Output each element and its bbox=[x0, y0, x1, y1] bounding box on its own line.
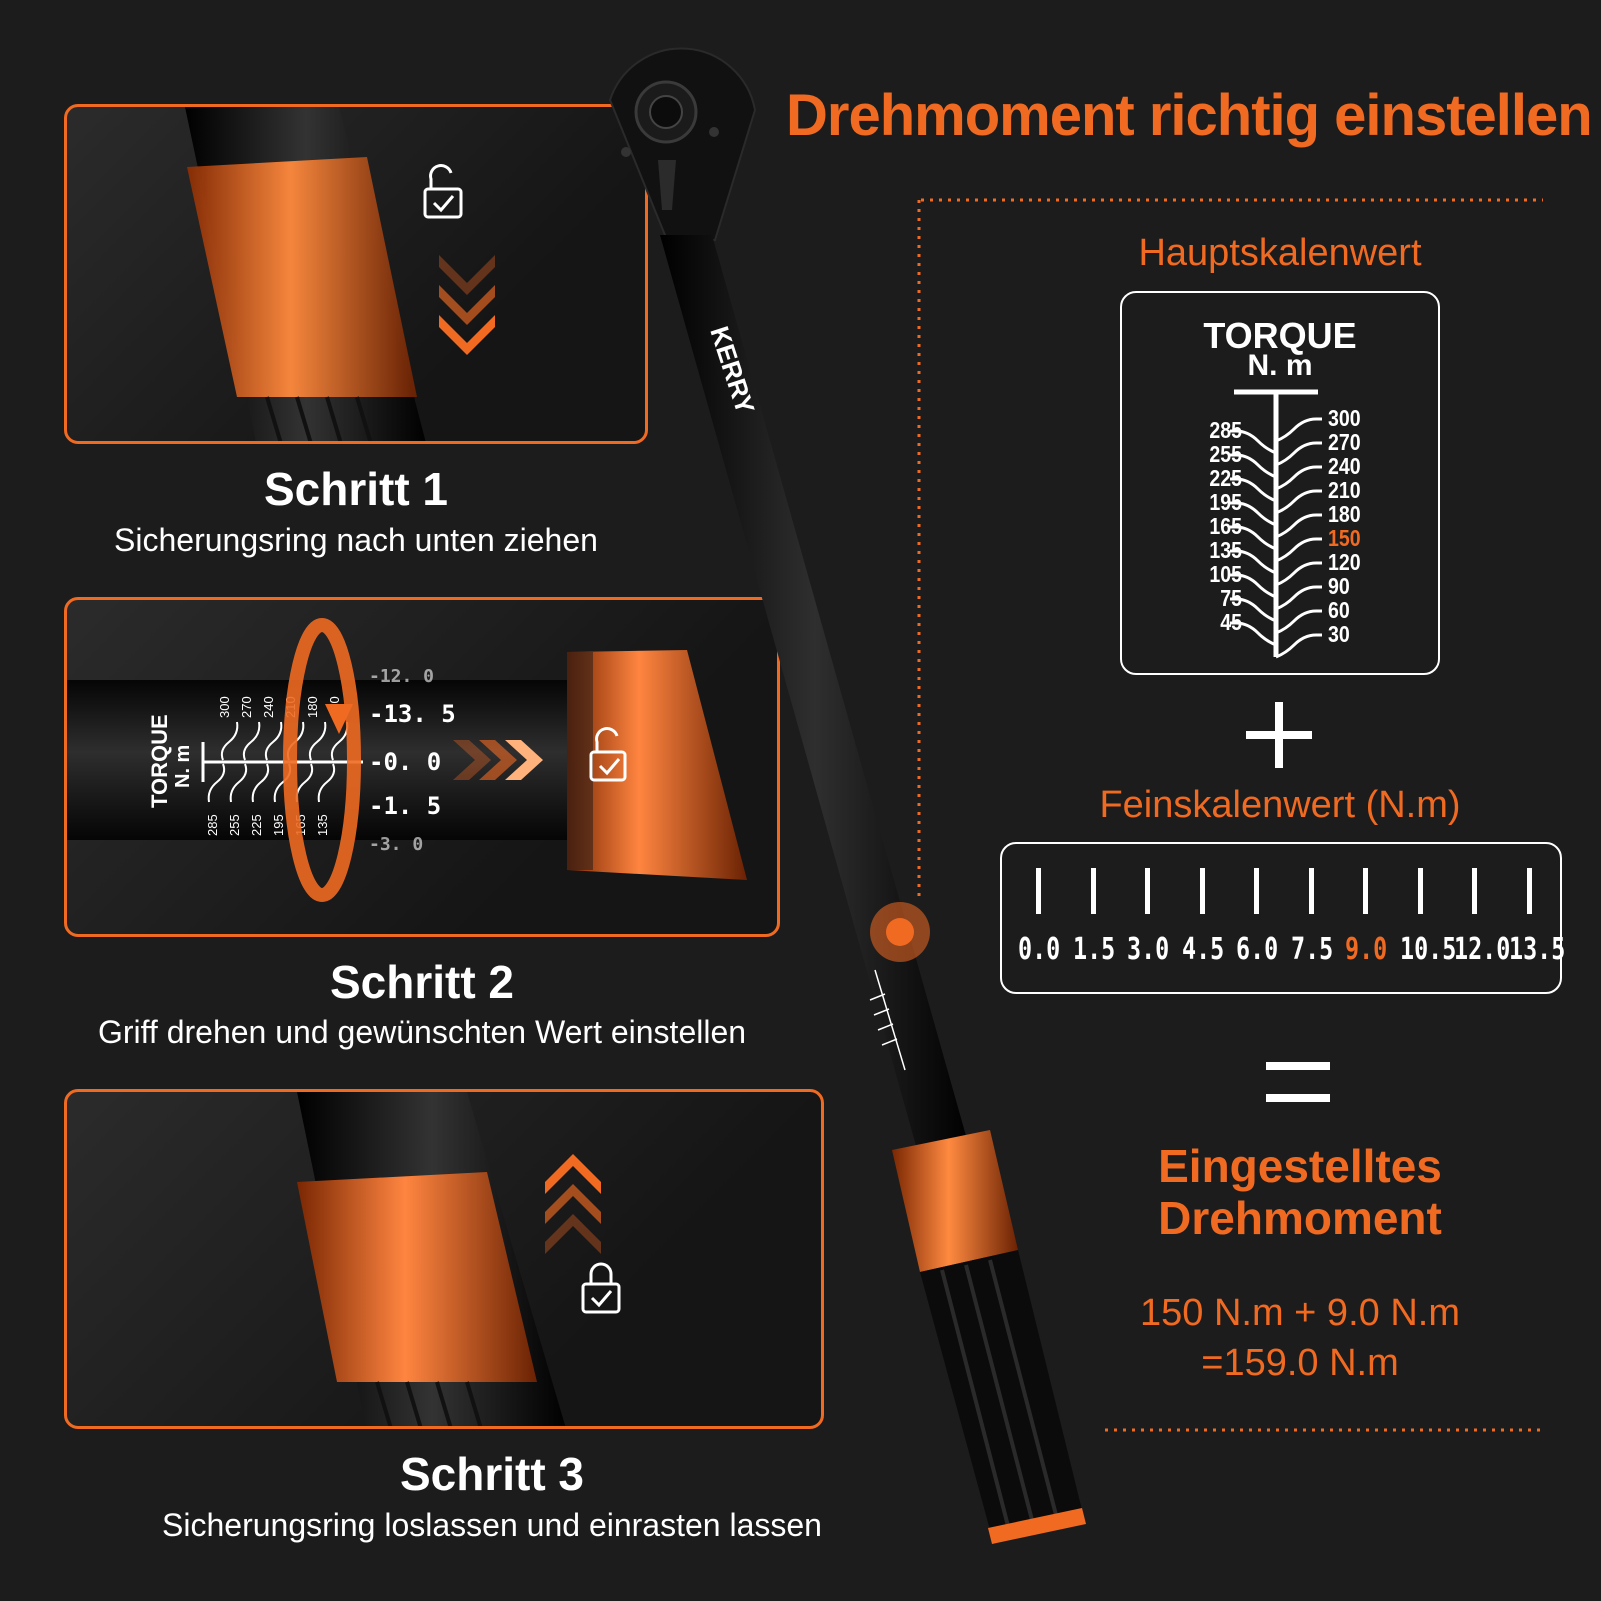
panel2-fine-value: -13. 5 bbox=[369, 700, 456, 728]
dotted-frame bbox=[917, 198, 1543, 1432]
main-scale-right-value: 270 bbox=[1328, 429, 1361, 455]
fine-scale-tick bbox=[1254, 868, 1259, 914]
fine-scale-value: 4.5 bbox=[1181, 932, 1224, 967]
step3-description: Sicherungsring loslassen und einrasten l… bbox=[162, 1507, 822, 1543]
main-scale-label: Hauptskalenwert bbox=[1138, 232, 1422, 274]
panel2-bottom-value: 225 bbox=[249, 814, 264, 836]
result-title: Eingestelltes Drehmoment bbox=[1100, 1140, 1500, 1244]
panel2-bottom-value: 285 bbox=[205, 814, 220, 836]
main-scale-left-value: 255 bbox=[1209, 441, 1242, 467]
main-scale-right-value: 120 bbox=[1328, 549, 1361, 575]
fine-scale-value: 13.5 bbox=[1508, 932, 1565, 967]
rotate-arrow-icon bbox=[283, 618, 361, 902]
step1-title: Schritt 1 bbox=[263, 463, 449, 515]
fine-scale-value: 10.5 bbox=[1399, 932, 1456, 967]
lock-closed-icon bbox=[581, 1262, 621, 1314]
main-scale-title: TORQUE bbox=[1203, 315, 1357, 356]
result-title-line2: Drehmoment bbox=[1158, 1192, 1442, 1244]
plus-icon bbox=[1246, 702, 1312, 768]
panel2-bottom-value: 135 bbox=[315, 814, 330, 836]
panel2-torque-title: TORQUE bbox=[147, 714, 172, 808]
step2-title: Schritt 2 bbox=[329, 956, 515, 1008]
main-scale-left-value: 285 bbox=[1209, 417, 1242, 443]
fine-scale-value: 7.5 bbox=[1290, 932, 1333, 967]
panel2-top-value: 240 bbox=[261, 696, 276, 718]
fine-scale-value: 9.0 bbox=[1345, 932, 1388, 967]
main-scale-left-value: 105 bbox=[1209, 561, 1242, 587]
fine-scale-value: 6.0 bbox=[1236, 932, 1279, 967]
main-scale-left-value: 75 bbox=[1220, 585, 1242, 611]
main-scale-right-value: 90 bbox=[1328, 573, 1350, 599]
step3-panel bbox=[64, 1089, 824, 1429]
ratchet-head bbox=[608, 47, 757, 241]
step1-panel bbox=[64, 104, 648, 444]
panel2-top-value: 270 bbox=[239, 696, 254, 718]
panel2-bottom-value: 195 bbox=[271, 814, 286, 836]
fine-scale-tick bbox=[1308, 868, 1314, 914]
step2-description: Griff drehen und gewünschten Wert einste… bbox=[97, 1014, 747, 1050]
result-formula-line2: =159.0 N.m bbox=[1201, 1342, 1399, 1384]
fine-scale-tick bbox=[1363, 868, 1368, 914]
main-scale-right-value: 210 bbox=[1328, 477, 1361, 503]
fine-scale-tick bbox=[1036, 868, 1041, 914]
panel2-torque-unit: N. m bbox=[172, 745, 194, 788]
panel2-fine-value: -1. 5 bbox=[369, 792, 441, 820]
step3-title: Schritt 3 bbox=[399, 1448, 585, 1500]
fine-scale-label: Feinskalenwert (N.m) bbox=[1099, 784, 1461, 826]
main-scale-unit: N. m bbox=[1247, 349, 1313, 382]
chevron-down-icon bbox=[439, 255, 495, 355]
result-formula-line1: 150 N.m + 9.0 N.m bbox=[1140, 1292, 1460, 1334]
fine-scale-tick bbox=[1145, 868, 1150, 914]
panel2-fine-value: -3. 0 bbox=[369, 834, 423, 855]
step1-description: Sicherungsring nach unten ziehen bbox=[114, 522, 598, 558]
main-scale-right-value: 300 bbox=[1328, 405, 1361, 431]
chevron-right-icon bbox=[453, 740, 543, 780]
fine-scale-value: 3.0 bbox=[1127, 932, 1170, 967]
panel2-fine-value: -12. 0 bbox=[369, 666, 434, 687]
result-formula: 150 N.m + 9.0 N.m =159.0 N.m bbox=[1080, 1288, 1520, 1388]
fine-scale-value: 0.0 bbox=[1018, 932, 1061, 967]
fine-scale-tick bbox=[1526, 868, 1532, 914]
headline: Drehmoment richtig einstellen bbox=[786, 83, 1593, 148]
panel2-top-value: 180 bbox=[305, 696, 320, 718]
main-scale-right-value: 30 bbox=[1328, 621, 1350, 647]
panel2-top-value: 300 bbox=[217, 696, 232, 718]
chevron-up-icon bbox=[545, 1154, 601, 1254]
panel2-fine-value: -0. 0 bbox=[369, 748, 441, 776]
equals-bar-top bbox=[1266, 1062, 1330, 1070]
lock-open-icon bbox=[589, 727, 627, 782]
fine-scale-tick bbox=[1417, 868, 1423, 914]
main-scale-left-value: 195 bbox=[1209, 489, 1242, 515]
main-scale-left-value: 45 bbox=[1220, 609, 1242, 635]
result-title-line1: Eingestelltes bbox=[1158, 1140, 1442, 1192]
lock-open-icon bbox=[423, 164, 463, 219]
main-scale-right-value: 150 bbox=[1328, 525, 1361, 551]
main-scale-left-value: 135 bbox=[1209, 537, 1242, 563]
step1-illustration bbox=[185, 107, 495, 441]
main-scale-right-value: 180 bbox=[1328, 501, 1361, 527]
fine-scale-box bbox=[1000, 842, 1562, 994]
main-scale-right-value: 240 bbox=[1328, 453, 1361, 479]
fine-scale-value: 12.0 bbox=[1454, 932, 1511, 967]
fine-scale-tick bbox=[1199, 868, 1205, 914]
main-scale-graphic bbox=[1230, 389, 1322, 659]
torque-wrench-illustration: KERRY bbox=[608, 47, 1086, 1544]
fine-scale-tick bbox=[1472, 868, 1477, 914]
fine-scale-tick bbox=[1090, 868, 1096, 914]
panel2-bottom-value: 255 bbox=[227, 814, 242, 836]
main-scale-right-value: 60 bbox=[1328, 597, 1350, 623]
step3-illustration bbox=[297, 1092, 621, 1426]
fine-scale-value: 1.5 bbox=[1072, 932, 1115, 967]
main-scale-left-value: 165 bbox=[1209, 513, 1242, 539]
equals-bar-bottom bbox=[1266, 1094, 1330, 1102]
main-scale-left-value: 225 bbox=[1209, 465, 1242, 491]
